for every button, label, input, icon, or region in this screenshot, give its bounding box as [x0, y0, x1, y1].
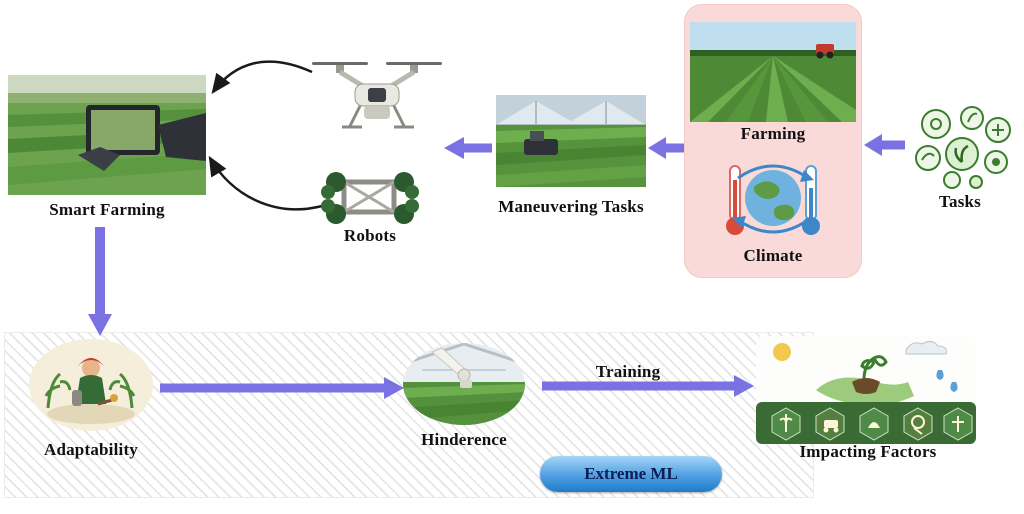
training-label: Training — [595, 362, 661, 381]
impacting-factors-label: Impacting Factors — [799, 442, 937, 461]
farming-photo — [690, 22, 856, 122]
drone-icon — [312, 62, 442, 129]
adaptability-illustration — [29, 339, 153, 431]
smart-farming-label: Smart Farming — [49, 200, 165, 219]
impacting-factors-illustration — [756, 336, 976, 444]
maneuvering-tasks-photo — [496, 95, 646, 187]
extreme-ml-label: Extreme ML — [584, 464, 678, 483]
ground-robot-icon — [321, 172, 419, 224]
tasks-label: Tasks — [939, 192, 981, 211]
farming-label: Farming — [740, 124, 806, 143]
hinderence-label: Hinderence — [421, 430, 507, 449]
arrow-smartfarming-to-adaptability — [88, 227, 112, 336]
maneuvering-tasks-label: Maneuvering Tasks — [498, 197, 644, 216]
tasks-icon — [915, 106, 1011, 189]
robots-label: Robots — [343, 226, 397, 245]
smart-farming-photo — [8, 75, 206, 195]
climate-icon — [726, 164, 820, 235]
adaptability-label: Adaptability — [43, 440, 139, 459]
extreme-ml-pill: Extreme ML — [540, 456, 722, 492]
arrow-tasks-to-farming — [864, 134, 905, 156]
climate-label: Climate — [743, 246, 803, 265]
arrow-farming-to-maneuvering — [648, 137, 684, 159]
hinderence-photo — [403, 343, 525, 425]
arrow-robot-to-smartfarming — [208, 155, 323, 211]
arrow-maneuvering-to-robots — [444, 137, 492, 159]
arrow-drone-to-smartfarming — [211, 60, 313, 95]
